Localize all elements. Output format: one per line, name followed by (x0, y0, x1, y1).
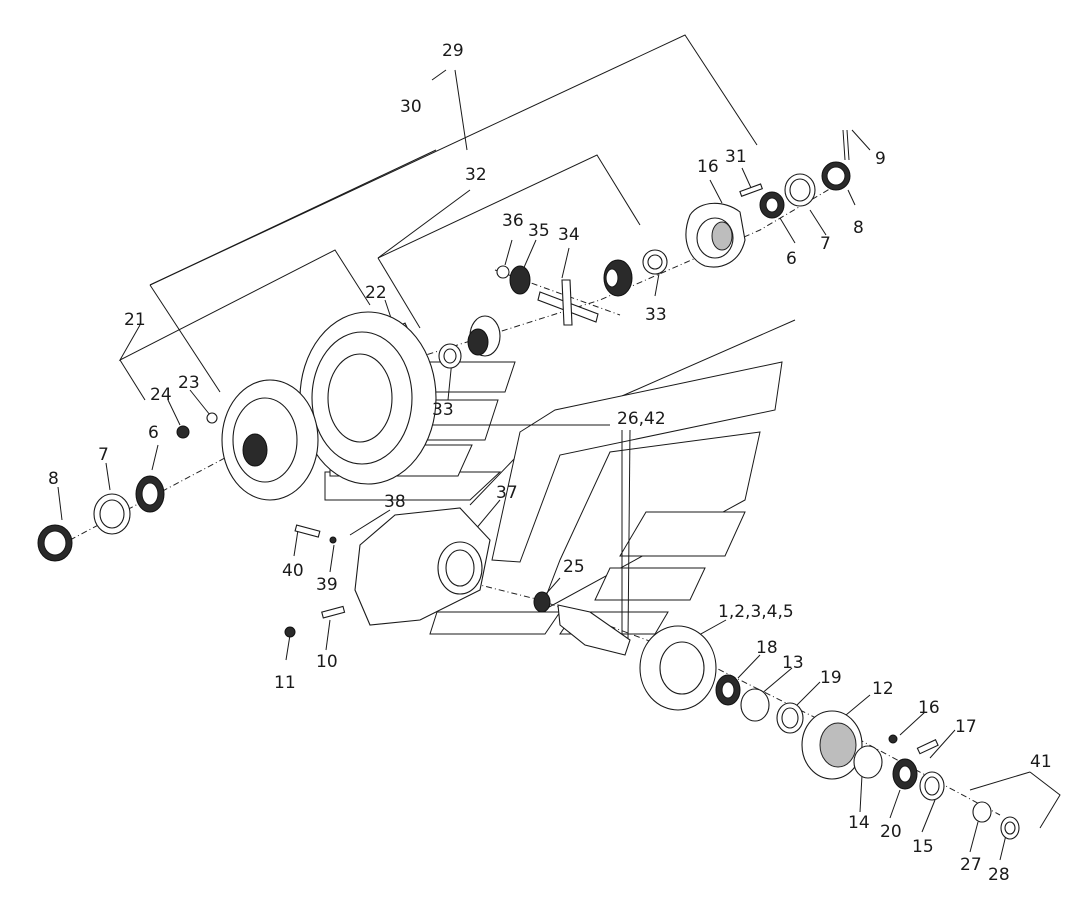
label-29: 29 (442, 41, 464, 61)
washer-27 (972, 801, 992, 823)
label-8-lower: 8 (48, 469, 59, 489)
yoke-12 (801, 710, 863, 780)
bearing-cone-6-lower (135, 475, 165, 513)
label-7-lower: 7 (98, 445, 109, 465)
label-7-upper: 7 (820, 234, 831, 254)
washer-15 (919, 771, 945, 801)
spider-34 (537, 279, 599, 326)
ring-gear (299, 311, 437, 485)
label-39: 39 (316, 575, 338, 595)
label-30: 30 (400, 97, 422, 117)
label-10: 10 (316, 652, 338, 672)
label-21: 21 (124, 310, 146, 330)
label-14: 14 (848, 813, 870, 833)
label-11: 11 (274, 673, 296, 693)
adjuster-ring-8-upper (821, 161, 851, 191)
label-26-42: 26,42 (617, 409, 666, 429)
adjuster-ring-8-lower (37, 524, 73, 562)
label-27: 27 (960, 855, 982, 875)
part-labels: 29 30 32 31 16 9 8 7 6 36 35 34 33 22 21… (48, 41, 1052, 885)
label-31: 31 (725, 147, 747, 167)
bolt-17 (916, 739, 939, 755)
label-17: 17 (955, 717, 977, 737)
label-9: 9 (875, 149, 886, 169)
label-40: 40 (282, 561, 304, 581)
label-15: 15 (912, 837, 934, 857)
label-8-upper: 8 (853, 218, 864, 238)
label-33-upper: 33 (645, 305, 667, 325)
thrust-washer-33-lower (438, 343, 462, 369)
cotter-pin-9 (842, 129, 850, 161)
label-6-upper: 6 (786, 249, 797, 269)
nut-11 (284, 626, 296, 638)
label-20: 20 (880, 822, 902, 842)
bearing-cup-7-upper (784, 173, 816, 207)
bearing-cup-7-lower (93, 493, 131, 535)
label-13: 13 (782, 653, 804, 673)
label-32: 32 (465, 165, 487, 185)
carrier-housing (354, 507, 491, 626)
label-22: 22 (365, 283, 387, 303)
seal-19 (776, 702, 804, 734)
drive-pinion (557, 604, 631, 656)
label-25: 25 (563, 557, 585, 577)
leader-lines (57, 34, 1061, 861)
label-38: 38 (384, 492, 406, 512)
spacer-13 (740, 688, 770, 722)
pin-31 (739, 183, 764, 197)
pilot-bearing-25 (533, 591, 551, 613)
label-6-lower: 6 (148, 423, 159, 443)
label-16-upper: 16 (697, 157, 719, 177)
washer-16-lower (888, 734, 898, 744)
slinger-14 (853, 745, 883, 779)
label-16-lower: 16 (918, 698, 940, 718)
bearing-20 (892, 758, 918, 790)
diff-case-right-half (685, 202, 746, 268)
label-12: 12 (872, 679, 894, 699)
bearing-cone-6-upper (759, 191, 785, 219)
label-35: 35 (528, 221, 550, 241)
thrust-washer-33-upper (642, 249, 668, 275)
label-41: 41 (1030, 752, 1052, 772)
stud-40 (294, 524, 321, 538)
label-24: 24 (150, 385, 172, 405)
label-23: 23 (178, 373, 200, 393)
nut-24 (176, 425, 190, 439)
pinion-cage-1-5 (639, 625, 717, 711)
side-gear-lower (467, 315, 501, 357)
washer-39 (329, 536, 337, 544)
label-37: 37 (496, 483, 518, 503)
bearing-18 (715, 674, 741, 706)
label-28: 28 (988, 865, 1010, 885)
label-18: 18 (756, 638, 778, 658)
label-34: 34 (558, 225, 580, 245)
label-1-2-3-4-5: 1,2,3,4,5 (718, 602, 794, 622)
washer-23 (206, 412, 218, 424)
pinion-gear-35 (509, 265, 531, 295)
label-19: 19 (820, 668, 842, 688)
side-gear-upper (603, 259, 633, 297)
label-36: 36 (502, 211, 524, 231)
label-33-lower: 33 (432, 400, 454, 420)
bolt-10 (321, 605, 346, 619)
diff-case-left-half (221, 379, 319, 501)
nut-28 (1000, 816, 1020, 840)
washer-36 (496, 265, 510, 279)
